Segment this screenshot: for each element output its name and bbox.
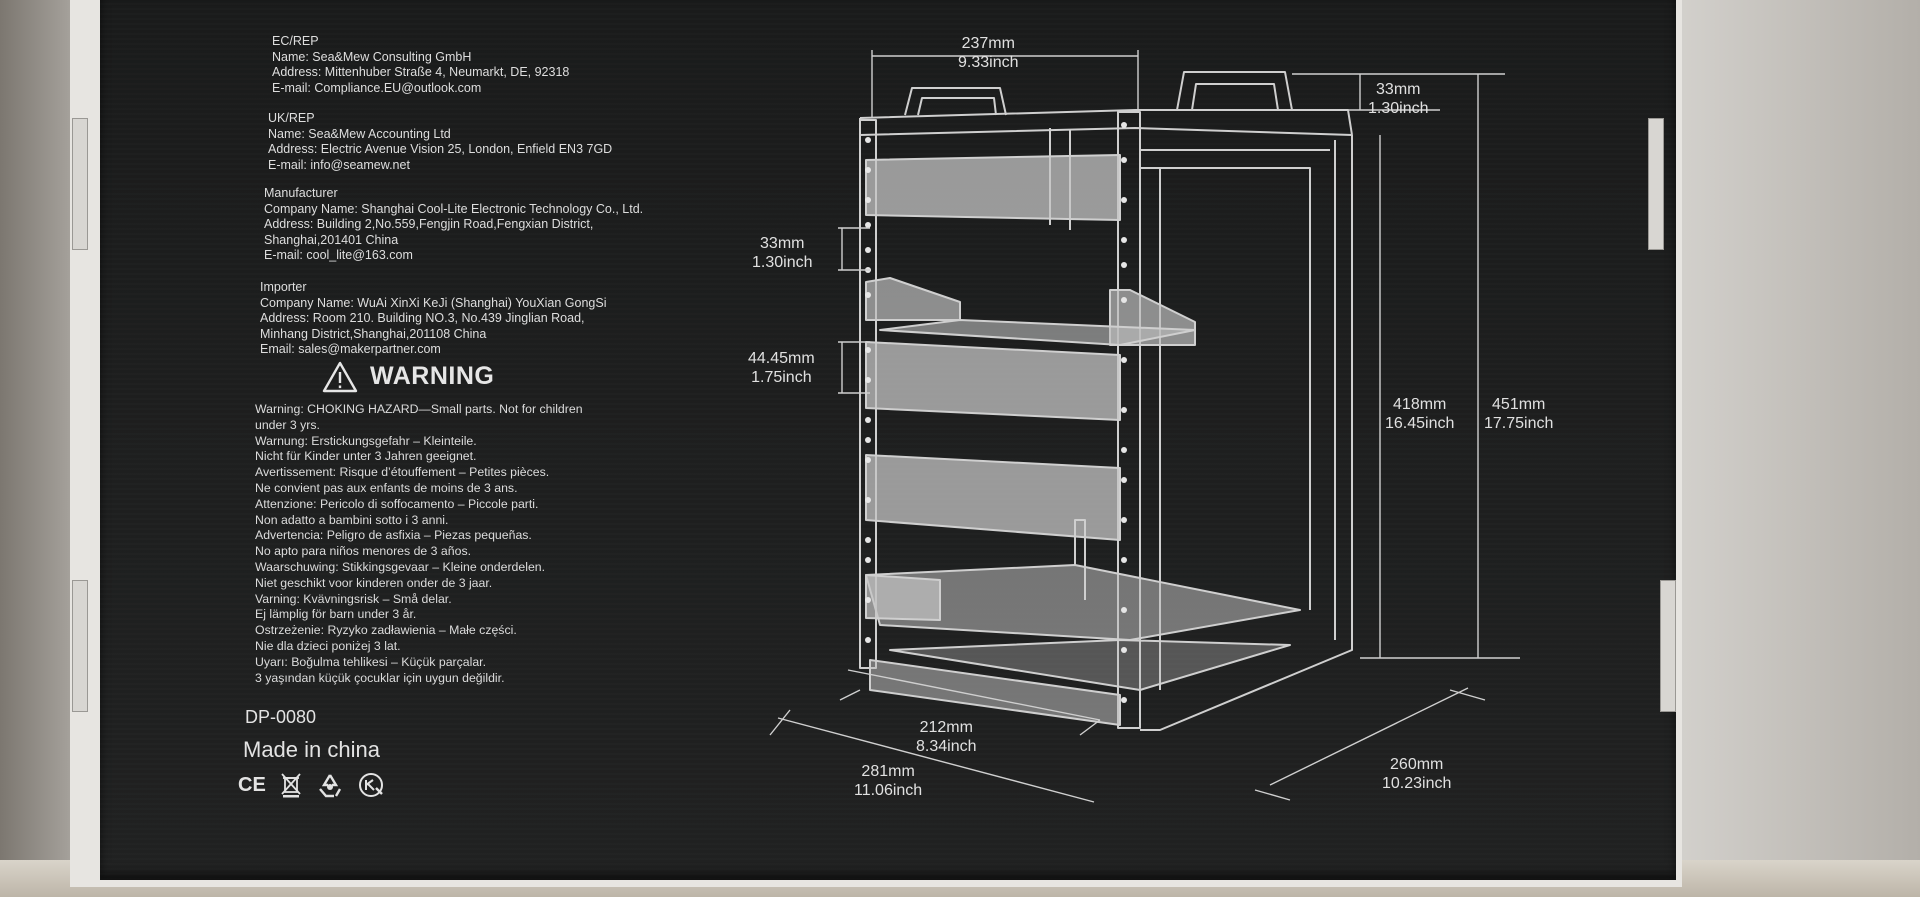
background-wall-right xyxy=(1640,0,1920,897)
importer-company: Company Name: WuAi XinXi KeJi (Shanghai)… xyxy=(260,295,607,310)
blank-panel-3 xyxy=(865,454,1121,541)
rack-handle-back xyxy=(1176,71,1293,111)
uk-rep-address: Address: Electric Avenue Vision 25, Lond… xyxy=(268,142,613,156)
importer-address-line-1: Address: Room 210. Building NO.3, No.439… xyxy=(260,311,585,325)
warning-line: Ostrzeżenie: Ryzyko zadławienia – Małe c… xyxy=(255,623,517,638)
manufacturer-email: E-mail: cool_lite@163.com xyxy=(264,248,413,262)
warning-line: Avertissement: Risque d’étouffement – Pe… xyxy=(255,465,550,480)
uk-rep-email: E-mail: info@seamew.net xyxy=(268,157,410,172)
warning-line: Nicht für Kinder unter 3 Jahren geeignet… xyxy=(255,449,477,464)
recycle-icon xyxy=(318,774,341,798)
dim-top-width: 237mm 9.33inch xyxy=(958,35,1019,71)
warning-text-block: Warning: CHOKING HAZARD—Small parts. Not… xyxy=(255,402,583,686)
dim-unit-spacing: 44.45mm 1.75inch xyxy=(748,350,815,386)
warning-line: Varning: Kvävningsrisk – Små delar. xyxy=(255,591,452,606)
ec-rep-heading: EC/REP xyxy=(272,34,319,48)
rack-top-frame xyxy=(859,109,1353,136)
uk-rep-block: UK/REP Name: Sea&Mew Accounting Ltd Addr… xyxy=(268,111,612,173)
shelf-1-left-bracket xyxy=(865,277,961,321)
importer-heading: Importer xyxy=(260,280,307,294)
warning-line: Ej lämplig för barn under 3 år. xyxy=(255,607,417,622)
importer-email: Email: sales@makerpartner.com xyxy=(260,342,441,356)
model-number: DP-0080 xyxy=(245,707,317,727)
blank-panel-2 xyxy=(865,341,1121,421)
manufacturer-block: Manufacturer Company Name: Shanghai Cool… xyxy=(264,186,643,264)
warning-line: Ne convient pas aux enfants de moins de … xyxy=(255,480,518,495)
dim-outer-width: 281mm 11.06inch xyxy=(854,763,923,799)
bottom-tray xyxy=(869,659,1121,726)
ec-rep-address: Address: Mittenhuber Straße 4, Neumarkt,… xyxy=(272,65,570,79)
dim-rack-unit: 33mm 1.30inch xyxy=(752,235,813,271)
ec-rep-block: EC/REP Name: Sea&Mew Consulting GmbH Add… xyxy=(272,34,569,96)
warning-line: Warnung: Erstickungsgefahr – Kleinteile. xyxy=(255,433,477,448)
weee-bin-icon xyxy=(281,773,301,798)
warning-line: Waarschuwing: Stikkingsgevaar – Kleine o… xyxy=(255,559,546,574)
dim-total-height: 451mm 17.75inch xyxy=(1484,396,1554,432)
ec-rep-email: E-mail: Compliance.EU@outlook.com xyxy=(272,80,482,95)
rack-handle-front xyxy=(904,87,1007,116)
dim-inner-width: 212mm 8.34inch xyxy=(916,719,977,755)
warning-line: 3 yaşından küçük çocuklar için uygun değ… xyxy=(255,670,505,685)
manufacturer-address-line-1: Address: Building 2,No.559,Fengjin Road,… xyxy=(264,217,594,231)
box-flap-tab-left-top xyxy=(72,118,88,250)
importer-block: Importer Company Name: WuAi XinXi KeJi (… xyxy=(260,280,607,358)
warning-title: WARNING xyxy=(370,362,495,390)
back-right-post xyxy=(1140,135,1353,731)
warning-line: Warning: CHOKING HAZARD—Small parts. Not… xyxy=(255,402,583,416)
dim-inner-height: 418mm 16.45inch xyxy=(1385,396,1455,432)
uk-rep-name: Name: Sea&Mew Accounting Ltd xyxy=(268,126,451,141)
warning-line: under 3 yrs. xyxy=(255,417,320,432)
warning-line: Niet geschikt voor kinderen onder de 3 j… xyxy=(255,575,493,590)
box-flap-tab-right-top xyxy=(1648,118,1664,250)
warning-line: No apto para niños menores de 3 años. xyxy=(255,544,472,559)
box-flap-tab-right-bottom xyxy=(1660,580,1676,712)
manufacturer-company: Company Name: Shanghai Cool-Lite Electro… xyxy=(264,201,644,216)
uk-rep-heading: UK/REP xyxy=(268,111,315,125)
blank-panel-1 xyxy=(865,154,1121,221)
post-holes xyxy=(865,122,1127,703)
certification-marks: CE xyxy=(238,772,386,798)
ce-mark: CE xyxy=(238,773,266,796)
ukca-mark-icon xyxy=(358,773,383,797)
warning-line: Advertencia: Peligro de asfixia – Piezas… xyxy=(255,528,532,543)
dimension-lines xyxy=(769,50,1520,803)
made-in-label: Made in china xyxy=(243,737,380,762)
warning-line: Uyarı: Boğulma tehlikesi – Küçük parçala… xyxy=(255,654,487,669)
dim-depth: 260mm 10.23inch xyxy=(1382,756,1452,792)
box-flap-tab-left-bottom xyxy=(72,580,88,712)
dim-top-offset: 33mm 1.30inch xyxy=(1368,81,1429,117)
manufacturer-address-line-2: Shanghai,201401 China xyxy=(264,232,399,247)
manufacturer-heading: Manufacturer xyxy=(264,186,338,200)
warning-line: Non adatto a bambini sotto i 3 anni. xyxy=(255,512,449,527)
warning-line: Nie dla dzieci poniżej 3 lat. xyxy=(255,638,401,653)
importer-address-line-2: Minhang District,Shanghai,201108 China xyxy=(260,326,487,341)
warning-line: Attenzione: Pericolo di soffocamento – P… xyxy=(255,496,539,511)
ec-rep-name: Name: Sea&Mew Consulting GmbH xyxy=(272,49,472,64)
